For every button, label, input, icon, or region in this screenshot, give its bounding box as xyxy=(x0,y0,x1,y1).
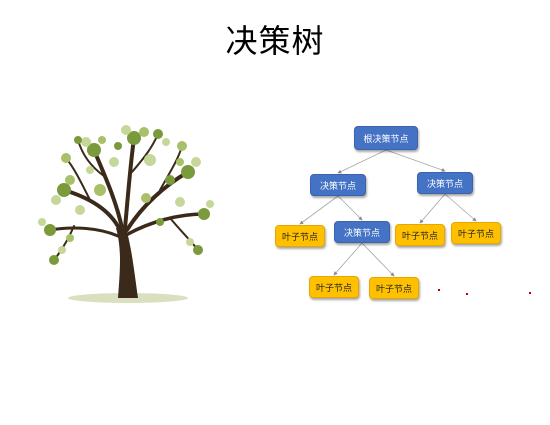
edge-root-d2 xyxy=(385,149,446,172)
edge-layer xyxy=(299,149,477,277)
edge-d3-l5 xyxy=(361,242,395,277)
leaf-node: 叶子节点 xyxy=(275,225,325,247)
marker-dot xyxy=(466,293,468,295)
leaf-node: 叶子节点 xyxy=(451,222,501,244)
edge-d1-d3 xyxy=(337,195,363,221)
edge-d2-l2 xyxy=(419,193,446,224)
decision-tree-diagram: 根决策节点决策节点决策节点叶子节点决策节点叶子节点叶子节点叶子节点叶子节点 xyxy=(260,118,550,318)
marker-dot xyxy=(438,289,440,291)
decision-node: 决策节点 xyxy=(310,174,366,196)
edge-d3-l4 xyxy=(333,242,363,276)
edge-d2-l3 xyxy=(444,193,477,222)
root-decision-node: 根决策节点 xyxy=(354,126,418,150)
decision-node: 决策节点 xyxy=(417,172,473,194)
edge-root-d1 xyxy=(337,149,387,174)
leaf-node: 叶子节点 xyxy=(309,276,359,298)
slide-title: 决策树 xyxy=(225,22,325,60)
leaf-node: 叶子节点 xyxy=(369,277,419,299)
leaf-node: 叶子节点 xyxy=(395,224,445,246)
tree-illustration xyxy=(38,125,214,303)
decision-node: 决策节点 xyxy=(334,221,390,243)
marker-dot xyxy=(529,292,531,294)
edge-d1-l1 xyxy=(299,195,339,225)
